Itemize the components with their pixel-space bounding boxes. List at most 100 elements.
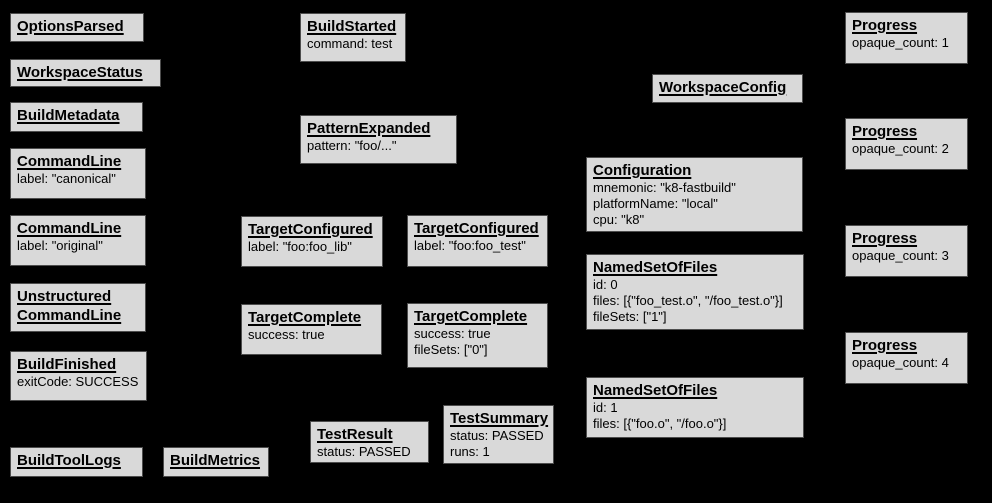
event-node-fields: mnemonic: "k8-fastbuild"platformName: "l…	[593, 180, 796, 228]
event-node-build-started: BuildStarted command: test	[300, 13, 406, 62]
event-node-title-line: WorkspaceConfig	[659, 79, 787, 96]
event-node-title: WorkspaceStatus	[17, 63, 154, 82]
event-node-build-metadata: BuildMetadata	[10, 102, 143, 132]
event-node-title: Progress	[852, 229, 961, 248]
event-node-field: runs: 1	[450, 444, 490, 459]
event-node-title-line: WorkspaceStatus	[17, 64, 143, 81]
event-node-title-line: CommandLine	[17, 153, 122, 170]
event-node-title-line: NamedSetOfFiles	[593, 382, 718, 399]
event-node-progress-1: Progress opaque_count: 1	[845, 12, 968, 64]
event-node-fields: label: "foo:foo_test"	[414, 238, 541, 254]
event-node-title-line: Progress	[852, 337, 918, 354]
event-node-workspace-status: WorkspaceStatus	[10, 59, 161, 87]
event-node-title-line: OptionsParsed	[17, 18, 124, 35]
event-node-title: CommandLine	[17, 219, 139, 238]
event-node-title-line: Unstructured	[17, 288, 112, 305]
event-node-fields: opaque_count: 4	[852, 355, 961, 371]
event-node-field: fileSets: ["0"]	[414, 342, 488, 357]
event-node-field: label: "canonical"	[17, 171, 116, 186]
event-node-fields: opaque_count: 3	[852, 248, 961, 264]
event-node-title-line: Configuration	[593, 162, 692, 179]
event-node-build-tool-logs: BuildToolLogs	[10, 447, 143, 477]
event-node-command-line-canonical: CommandLine label: "canonical"	[10, 148, 146, 199]
event-node-progress-3: Progress opaque_count: 3	[845, 225, 968, 277]
event-node-fields: label: "foo:foo_lib"	[248, 239, 376, 255]
event-node-fields: exitCode: SUCCESS	[17, 374, 140, 390]
event-node-title-line: PatternExpanded	[307, 120, 431, 137]
event-node-title: TargetConfigured	[248, 220, 376, 239]
event-node-title: NamedSetOfFiles	[593, 381, 797, 400]
event-node-title-line: Progress	[852, 17, 918, 34]
event-node-field: exitCode: SUCCESS	[17, 374, 139, 389]
event-node-field: label: "foo:foo_test"	[414, 238, 526, 253]
event-node-title: NamedSetOfFiles	[593, 258, 797, 277]
event-node-title: BuildFinished	[17, 355, 140, 374]
event-node-title-line: NamedSetOfFiles	[593, 259, 718, 276]
event-node-title: BuildMetrics	[170, 451, 262, 470]
event-node-title-line: BuildMetrics	[170, 452, 261, 469]
event-node-field: opaque_count: 4	[852, 355, 949, 370]
event-node-field: opaque_count: 2	[852, 141, 949, 156]
event-node-pattern-expanded: PatternExpanded pattern: "foo/..."	[300, 115, 457, 164]
event-node-title: PatternExpanded	[307, 119, 450, 138]
event-node-field: status: PASSED	[317, 444, 411, 459]
event-node-title-line: Progress	[852, 123, 918, 140]
event-node-field: mnemonic: "k8-fastbuild"	[593, 180, 736, 195]
event-node-title-line: TargetConfigured	[248, 221, 373, 238]
event-node-title: Configuration	[593, 161, 796, 180]
event-node-title-line: BuildMetadata	[17, 107, 120, 124]
event-node-test-result: TestResult status: PASSED	[310, 421, 429, 463]
event-node-field: id: 1	[593, 400, 618, 415]
event-node-title: TestResult	[317, 425, 422, 444]
event-node-target-configured-foo-test: TargetConfigured label: "foo:foo_test"	[407, 215, 548, 267]
event-node-workspace-config: WorkspaceConfig	[652, 74, 803, 103]
event-node-field: status: PASSED	[450, 428, 544, 443]
event-node-title-line: BuildFinished	[17, 356, 117, 373]
event-node-field: id: 0	[593, 277, 618, 292]
event-node-fields: label: "canonical"	[17, 171, 139, 187]
event-node-title-line: TargetConfigured	[414, 220, 539, 237]
event-node-title: TargetComplete	[414, 307, 541, 326]
event-node-field: files: [{"foo_test.o", "/foo_test.o"}]	[593, 293, 783, 308]
event-node-fields: label: "original"	[17, 238, 139, 254]
event-node-title-line: BuildToolLogs	[17, 452, 121, 469]
event-node-fields: pattern: "foo/..."	[307, 138, 450, 154]
event-node-title: BuildToolLogs	[17, 451, 136, 470]
event-node-title: Progress	[852, 16, 961, 35]
event-node-field: command: test	[307, 36, 393, 51]
event-node-fields: opaque_count: 1	[852, 35, 961, 51]
event-node-field: label: "original"	[17, 238, 103, 253]
event-node-fields: command: test	[307, 36, 399, 52]
event-node-field: fileSets: ["1"]	[593, 309, 667, 324]
event-node-title: BuildMetadata	[17, 106, 136, 125]
event-node-field: files: [{"foo.o", "/foo.o"}]	[593, 416, 727, 431]
event-node-title-line: TestSummary	[450, 410, 549, 427]
event-node-target-complete-foo-lib: TargetComplete success: true	[241, 304, 382, 355]
event-node-title-line: CommandLine	[17, 307, 122, 324]
event-node-title-line: BuildStarted	[307, 18, 397, 35]
event-node-fields: success: true	[248, 327, 375, 343]
event-node-fields: status: PASSED	[317, 444, 422, 460]
event-node-field: opaque_count: 3	[852, 248, 949, 263]
event-node-title-line: TargetComplete	[414, 308, 528, 325]
event-node-title: Progress	[852, 122, 961, 141]
event-node-field: pattern: "foo/..."	[307, 138, 397, 153]
event-node-title-line: TargetComplete	[248, 309, 362, 326]
event-node-configuration: Configuration mnemonic: "k8-fastbuild"pl…	[586, 157, 803, 232]
event-node-field: opaque_count: 1	[852, 35, 949, 50]
event-node-build-finished: BuildFinished exitCode: SUCCESS	[10, 351, 147, 401]
event-node-title-line: CommandLine	[17, 220, 122, 237]
event-node-target-configured-foo-lib: TargetConfigured label: "foo:foo_lib"	[241, 216, 383, 267]
event-node-fields: opaque_count: 2	[852, 141, 961, 157]
event-node-title: CommandLine	[17, 152, 139, 171]
event-node-field: success: true	[414, 326, 491, 341]
